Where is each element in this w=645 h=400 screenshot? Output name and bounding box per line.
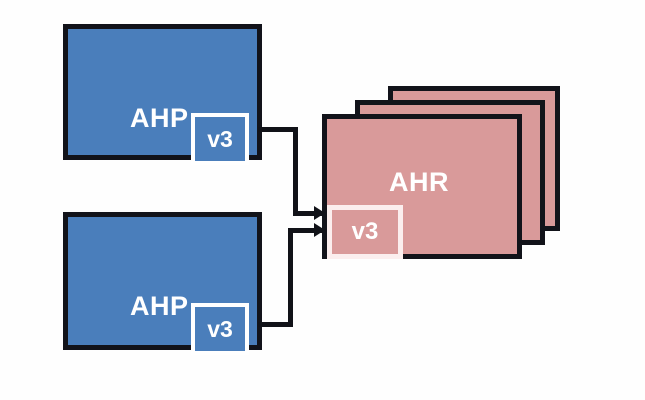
ahr-label: AHR (389, 167, 449, 197)
conn-top-arrowhead (314, 206, 325, 220)
ahp-bottom-version-label: v3 (207, 315, 233, 342)
ahr-layer-front[interactable]: AHR v3 (322, 114, 522, 259)
conn-bottom-segment-v (288, 228, 293, 327)
conn-bottom-arrowhead (314, 223, 325, 237)
ahp-bottom-version-box[interactable]: v3 (191, 303, 249, 355)
ahp-top-version-label: v3 (207, 125, 233, 152)
ahp-node-top[interactable]: AHP v3 (63, 24, 262, 165)
ahp-top-version-box[interactable]: v3 (191, 113, 249, 165)
conn-top-segment-v (293, 127, 298, 216)
conn-top-segment-h2 (293, 211, 323, 216)
ahr-version-box[interactable]: v3 (327, 205, 403, 259)
conn-top-segment-h1 (258, 127, 298, 132)
ahp-node-bottom[interactable]: AHP v3 (63, 212, 262, 355)
ahp-bottom-label: AHP (130, 291, 189, 321)
conn-bottom-segment-h2 (288, 228, 323, 233)
ahr-version-label: v3 (351, 218, 379, 245)
ahp-top-label: AHP (130, 103, 189, 133)
conn-bottom-segment-h1 (258, 322, 293, 327)
